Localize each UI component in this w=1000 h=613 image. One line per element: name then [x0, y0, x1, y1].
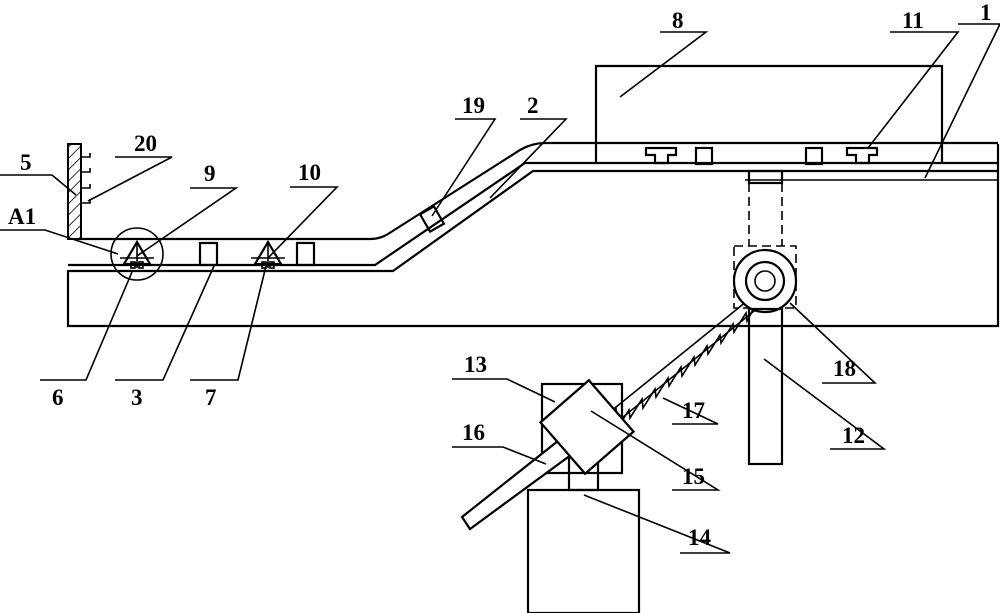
label-1: 1: [980, 0, 992, 25]
label-12: 12: [842, 423, 865, 448]
part-labels: 8 11 1 19 2 20 5 A1 9 10 6 3 7 18 12 13 …: [8, 0, 992, 550]
label-8: 8: [672, 8, 684, 33]
label-14: 14: [688, 525, 712, 550]
detail-circle-a1: [110, 227, 164, 281]
label-5: 5: [20, 150, 32, 175]
screw-rod-17: [599, 296, 760, 432]
column-connector: [747, 169, 784, 246]
vertical-shaft-12: [747, 307, 784, 466]
label-16: 16: [462, 420, 485, 445]
handle-rod-16: [460, 378, 636, 531]
housing-parts: [644, 146, 879, 166]
label-13: 13: [464, 352, 487, 377]
label-2: 2: [527, 93, 539, 118]
label-10: 10: [298, 160, 321, 185]
gearbox-18: [732, 245, 798, 314]
slope-block-19: [418, 204, 446, 234]
hook-row: [81, 153, 91, 204]
leader-lines: [0, 23, 1000, 554]
track-blocks: [198, 241, 316, 267]
label-11: 11: [902, 8, 924, 33]
motor-base-14: [526, 453, 641, 613]
label-20: 20: [134, 131, 157, 156]
label-18: 18: [833, 356, 856, 381]
label-7: 7: [205, 385, 217, 410]
label-15: 15: [682, 464, 705, 489]
label-9: 9: [204, 161, 216, 186]
label-19: 19: [462, 93, 485, 118]
label-6: 6: [52, 385, 64, 410]
label-17: 17: [682, 398, 705, 423]
label-3: 3: [131, 385, 143, 410]
housing-8: [594, 64, 944, 163]
label-a1: A1: [8, 204, 36, 229]
base-frame: [66, 144, 1000, 328]
